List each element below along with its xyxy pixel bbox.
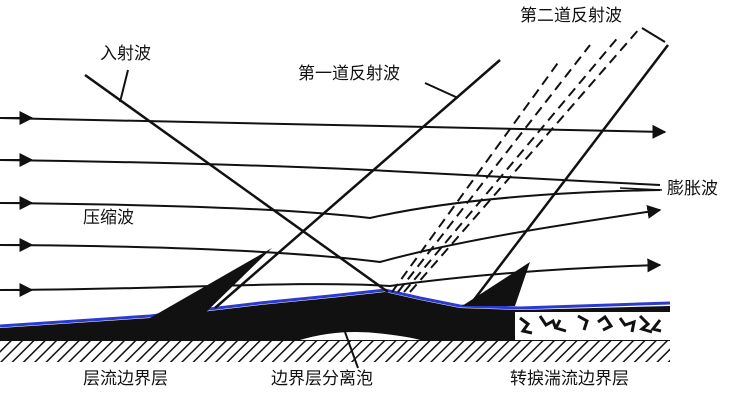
label-compression-wave: 压缩波 bbox=[83, 208, 134, 228]
incident-label-leader bbox=[119, 69, 129, 103]
expansion-fan bbox=[391, 27, 641, 293]
first-reflected-leader bbox=[424, 82, 459, 99]
label-turbulent-transition-layer: 转捩湍流边界层 bbox=[510, 369, 629, 389]
label-first-reflected-wave: 第一道反射波 bbox=[298, 64, 400, 84]
boundary-layer-region bbox=[0, 292, 670, 340]
separation-bubble-shape bbox=[300, 332, 420, 340]
streamlines bbox=[0, 111, 667, 297]
second-reflected-shock bbox=[469, 44, 669, 306]
streamline-1 bbox=[0, 117, 667, 139]
label-second-reflected-wave: 第二道反射波 bbox=[520, 6, 622, 26]
incident-shock bbox=[84, 73, 389, 294]
turbulent-region bbox=[515, 312, 670, 340]
separation-bubble-leader bbox=[344, 331, 359, 369]
streamline-5 bbox=[0, 258, 662, 291]
wall-hatching bbox=[0, 340, 670, 362]
streamline-2 bbox=[0, 159, 661, 186]
label-expansion-wave: 膨胀波 bbox=[667, 179, 718, 199]
streamline-4 bbox=[0, 204, 662, 264]
reattachment-compression-fan bbox=[462, 262, 530, 306]
second-reflected-leader bbox=[641, 27, 666, 43]
label-laminar-boundary-layer: 层流边界层 bbox=[83, 369, 168, 389]
compression-fan bbox=[150, 248, 272, 318]
expansion-label-leader bbox=[619, 187, 663, 191]
first-reflected-shock bbox=[214, 59, 501, 309]
label-separation-bubble: 边界层分离泡 bbox=[271, 369, 373, 389]
label-incident-wave: 入射波 bbox=[100, 44, 151, 64]
